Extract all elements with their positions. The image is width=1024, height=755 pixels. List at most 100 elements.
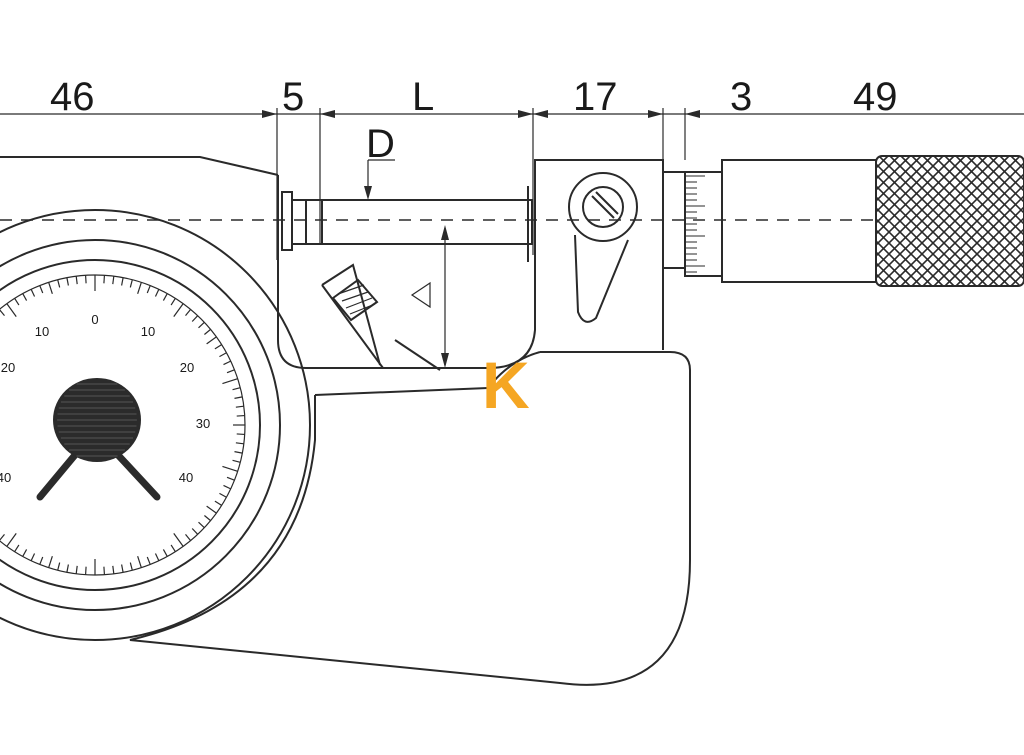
knurl-line (977, 156, 1024, 286)
knurled-grip (875, 155, 1024, 287)
dimension-D-label: D (366, 122, 395, 166)
knurl-line (988, 156, 1024, 286)
dial-label-zero: 0 (91, 312, 98, 327)
dial-tick (235, 405, 244, 408)
dial-tick (22, 293, 28, 301)
dial-tick (191, 315, 199, 322)
anvil-spindle (281, 186, 533, 262)
dial-label-right-10: 10 (141, 324, 155, 339)
dial-tick (234, 451, 243, 454)
dial-tick (14, 298, 20, 306)
dial-tick (30, 553, 36, 561)
knurl-line (955, 156, 1024, 286)
dial-tick (103, 275, 106, 284)
dial-tick (57, 279, 61, 288)
dial-tick (75, 276, 78, 285)
knurl-line (889, 156, 1021, 286)
dial-tick (75, 565, 78, 574)
knurl-line (876, 156, 944, 286)
knurl-line (876, 156, 900, 286)
knurl-line (876, 156, 933, 286)
knurl-line (878, 156, 1010, 286)
knurl-line (966, 156, 1024, 286)
dial-tick (22, 549, 28, 557)
knurl-line (988, 156, 1024, 286)
dimension-D-leader (364, 159, 395, 200)
dial-label-right-20: 20 (180, 360, 194, 375)
dial-tick (219, 352, 227, 358)
dial-tick (214, 344, 222, 350)
dial-tick (198, 321, 205, 329)
dial-tick (198, 521, 205, 529)
knurl-line (911, 156, 1024, 286)
dial-tick (66, 277, 69, 286)
dial-tick (223, 484, 231, 490)
knurl-line (876, 156, 911, 286)
dial-tick (6, 303, 17, 317)
dimension-3-label: 3 (730, 75, 752, 119)
knurl-line (876, 156, 922, 286)
knurl-line (933, 156, 1024, 286)
knurl-line (966, 156, 1024, 286)
knurl-line (876, 156, 933, 286)
dial-tick (137, 556, 142, 568)
dial-tick (236, 433, 245, 436)
dial-leg-left (36, 451, 79, 501)
dial-tick (39, 285, 44, 294)
dial-tick (232, 387, 241, 391)
dial-tick (0, 534, 5, 541)
height-dimension (410, 225, 449, 368)
dial-label-right-30: 30 (196, 416, 210, 431)
frame-body (0, 156, 691, 686)
dial-tick (206, 505, 217, 514)
knurl-line (876, 156, 878, 286)
knurl-line (876, 156, 988, 286)
dial-indicator: 0 10 20 30 40 10 20 30 40 (0, 209, 311, 641)
dial-tick (214, 500, 222, 506)
knurl-line (876, 156, 911, 286)
dimension-17-label: 17 (573, 75, 618, 119)
knurl-line (977, 156, 1024, 286)
dial-tick (48, 556, 53, 568)
dial-tick (185, 309, 192, 316)
knurl-line (944, 156, 1024, 286)
dial-tick (112, 565, 115, 574)
dial-tick (222, 465, 238, 472)
dial-tick (219, 492, 227, 498)
dial-tick (154, 289, 160, 297)
lock-screw (568, 172, 638, 323)
dial-tick (204, 328, 211, 335)
knurl-line (999, 156, 1024, 286)
dial-tick (57, 562, 61, 571)
knurl-line (922, 156, 1024, 286)
knurl-line (876, 156, 977, 286)
dial-label-left-40: 40 (0, 470, 11, 485)
dial-tick (121, 564, 124, 573)
dial-tick (234, 396, 243, 399)
dial-tick (206, 336, 217, 345)
tilted-plunger (321, 263, 441, 371)
dial-label-right-40: 40 (179, 470, 193, 485)
dial-label-left-20: 20 (1, 360, 15, 375)
knurl-line (876, 156, 999, 286)
dimension-49-label: 49 (853, 75, 898, 119)
dial-tick (30, 289, 36, 297)
dial-tick (48, 282, 53, 294)
dial-tick (226, 476, 235, 481)
dial-tick (66, 564, 69, 573)
dial-tick (222, 378, 238, 385)
dial-tick (129, 279, 133, 288)
dial-tick (146, 556, 151, 565)
knurl-line (999, 156, 1024, 286)
dial-tick (129, 562, 133, 571)
dimension-5-label: 5 (282, 75, 304, 119)
knurl-line (876, 156, 878, 286)
dial-tick (121, 277, 124, 286)
knurl-line (876, 156, 889, 286)
dial-label-left-10: 10 (35, 324, 49, 339)
dial-tick (162, 549, 168, 557)
dial-tick (204, 515, 211, 522)
dial-tick (137, 282, 142, 294)
